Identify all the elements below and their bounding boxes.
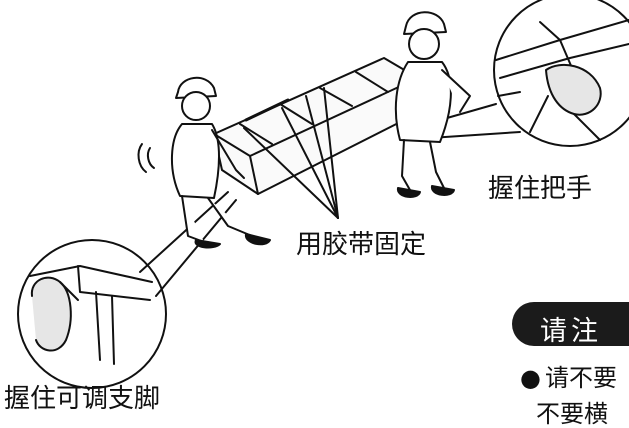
zoom-circle-handle bbox=[493, 0, 629, 147]
warning-line-1-text: 请不要 bbox=[544, 364, 617, 392]
warning-line-2: 不要横 bbox=[536, 400, 608, 428]
left-worker bbox=[137, 77, 271, 249]
bullet-icon: ● bbox=[520, 364, 541, 392]
zoom-circle-feet bbox=[17, 239, 167, 389]
warning-line-1: ●请不要 bbox=[520, 366, 617, 390]
hold-adjustable-feet-label: 握住可调支脚 bbox=[4, 384, 161, 414]
right-worker bbox=[394, 11, 471, 198]
refrigerator bbox=[213, 57, 425, 195]
tape-pointer-lines bbox=[243, 87, 339, 219]
notice-badge: 请注 bbox=[512, 302, 629, 347]
hold-handle-label: 握住把手 bbox=[488, 174, 593, 204]
notice-title: 请注 bbox=[540, 316, 602, 347]
secure-with-tape-label: 用胶带固定 bbox=[296, 230, 427, 260]
